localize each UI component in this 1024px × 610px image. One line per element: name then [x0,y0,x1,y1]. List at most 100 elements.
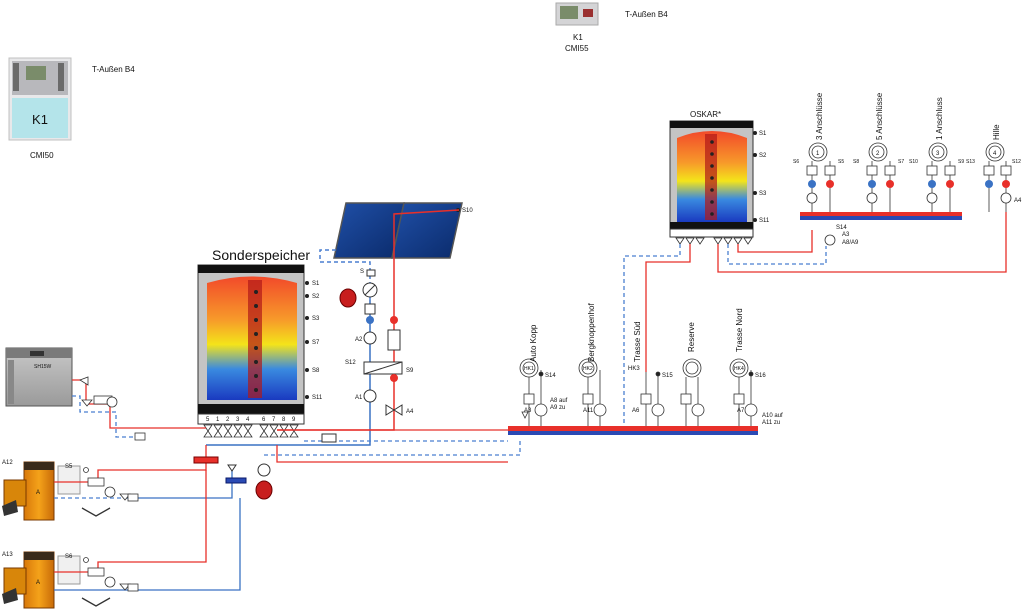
sensor-s10-label: S10 [462,208,473,214]
storage-oskar-title: OSKAR* [690,110,721,119]
k1-left-label: K1 [32,112,48,127]
hc3-sensor: S15 [662,373,673,379]
boiler2-pump-label: A13 [2,552,13,558]
wood-boiler-group [79,376,146,441]
consumer3-number: 3 [936,151,940,157]
oskar-sensor-s11: S11 [759,218,770,224]
hc3-name: Trasse Süd [633,321,642,362]
svg-text:4: 4 [246,417,250,423]
heating-circuits [519,358,758,426]
svg-text:7: 7 [272,417,276,423]
oskar-sensor-s2: S2 [759,153,767,159]
k1-left-name: CMI50 [30,151,54,160]
valve-a4-label: A4 [406,409,414,415]
blue-manifold [225,477,247,484]
k1-top-label: K1 [573,33,583,42]
boiler1-pump-label: A12 [2,460,13,466]
hc2-name: Bergknoppenhof [587,303,596,362]
boiler2-tag: A [36,580,40,586]
consumer2-sensor-l: S8 [853,159,859,165]
storage-oskar-coil [710,140,714,216]
oskar-s14: S14 [836,225,847,231]
boiler1-sensor-label: S5 [65,464,73,470]
svg-text:2: 2 [226,417,230,423]
consumer2-number: 2 [876,151,880,157]
svg-text:6: 6 [262,417,266,423]
hc5-name: Trasse Nord [735,308,744,352]
oskar-consumers [806,142,1012,246]
consumer1-name: 3 Anschlüsse [815,92,824,140]
hc3-badge: HK3 [628,366,640,372]
main-manifold [508,426,758,435]
consumer4-sensor-r: S12 [1012,159,1021,165]
boiler2-sensor-label: S6 [65,554,73,560]
consumer4-number: 4 [993,151,997,157]
sensor-s9-label: S9 [406,368,414,374]
consumer1-number: 1 [816,151,820,157]
hc1-name: Auto Kopp [529,324,538,362]
controller-k1-left: K1 [8,57,72,141]
sensor-s12-label: S12 [345,360,356,366]
hc4-name: Reserve [687,322,696,352]
label-a11-zu: A11 zu [762,420,780,426]
consumer1-sensor-r: S5 [838,159,844,165]
hc2-badge: HK2 [583,366,593,372]
hc1-badge: HK1 [524,366,534,372]
svg-text:8: 8 [282,417,286,423]
wood-boiler-label: SH15W [34,364,52,370]
oskar-sensor-s3: S3 [759,191,767,197]
storage-main-valves [203,424,299,438]
main-sensor-s11: S11 [312,395,323,401]
oskar-a3: A3 [842,232,850,238]
boiler1-tag: A [36,490,40,496]
controller-k1-top [555,2,599,26]
storage-main-title: Sonderspeicher [212,247,310,263]
k1-left-sensor-label: T-Außen B4 [92,65,135,74]
consumer2-name: 5 Anschlüsse [875,92,884,140]
consumer4-name: Hille [992,124,1001,140]
boiler-a13 [2,551,81,609]
pump-a2-label: A2 [355,337,363,343]
svg-text:1: 1 [216,417,220,423]
hc5-sensor: S16 [755,373,766,379]
main-sensor-s3: S3 [312,316,320,322]
storage-main-tank [197,264,305,425]
pump-a1-label: A1 [355,395,363,401]
oskar-a4: A4 [1014,198,1022,204]
consumer2-sensor-r: S7 [898,159,904,165]
boiler-valves [83,467,139,592]
storage-main-ports: 5 1 2 3 4 6 7 8 9 [206,417,296,423]
hc1-pump: A3 [524,408,532,414]
red-manifold [193,456,219,464]
k1-top-sensor-label: T-Außen B4 [625,10,668,19]
hc5-pump: A7 [737,408,745,414]
label-a9-zu: A9 zu [550,405,565,411]
svg-text:9: 9 [292,417,296,423]
wood-boiler [5,347,73,407]
svg-text:3: 3 [236,417,240,423]
storage-main-coil [254,290,258,392]
main-sensor-s2: S2 [312,294,320,300]
k1-top-name: CMI55 [565,44,589,53]
main-sensor-s8: S8 [312,368,320,374]
consumer1-sensor-l: S6 [793,159,799,165]
oskar-sensor-s1: S1 [759,131,767,137]
solar-station [339,269,403,416]
consumer3-sensor-l: S10 [909,159,918,165]
boiler-a12 [2,461,81,521]
label-a10-auf: A10 auf [762,413,783,419]
hc2-pump: A11 [583,408,594,414]
consumer3-sensor-r: S9 [958,159,964,165]
solar-collectors [333,202,463,259]
expansion-vessel [255,463,273,500]
hc1-sensor: S14 [545,373,556,379]
storage-oskar-sensors [753,131,757,222]
consumer3-name: 1 Anschluss [935,97,944,140]
oskar-a8a9: A8/A9 [842,240,859,246]
solar-sensor-s: S [360,269,364,275]
hc5-badge: HK4 [734,366,744,372]
svg-text:5: 5 [206,417,210,423]
main-sensor-s7: S7 [312,340,320,346]
main-sensor-s1: S1 [312,281,320,287]
